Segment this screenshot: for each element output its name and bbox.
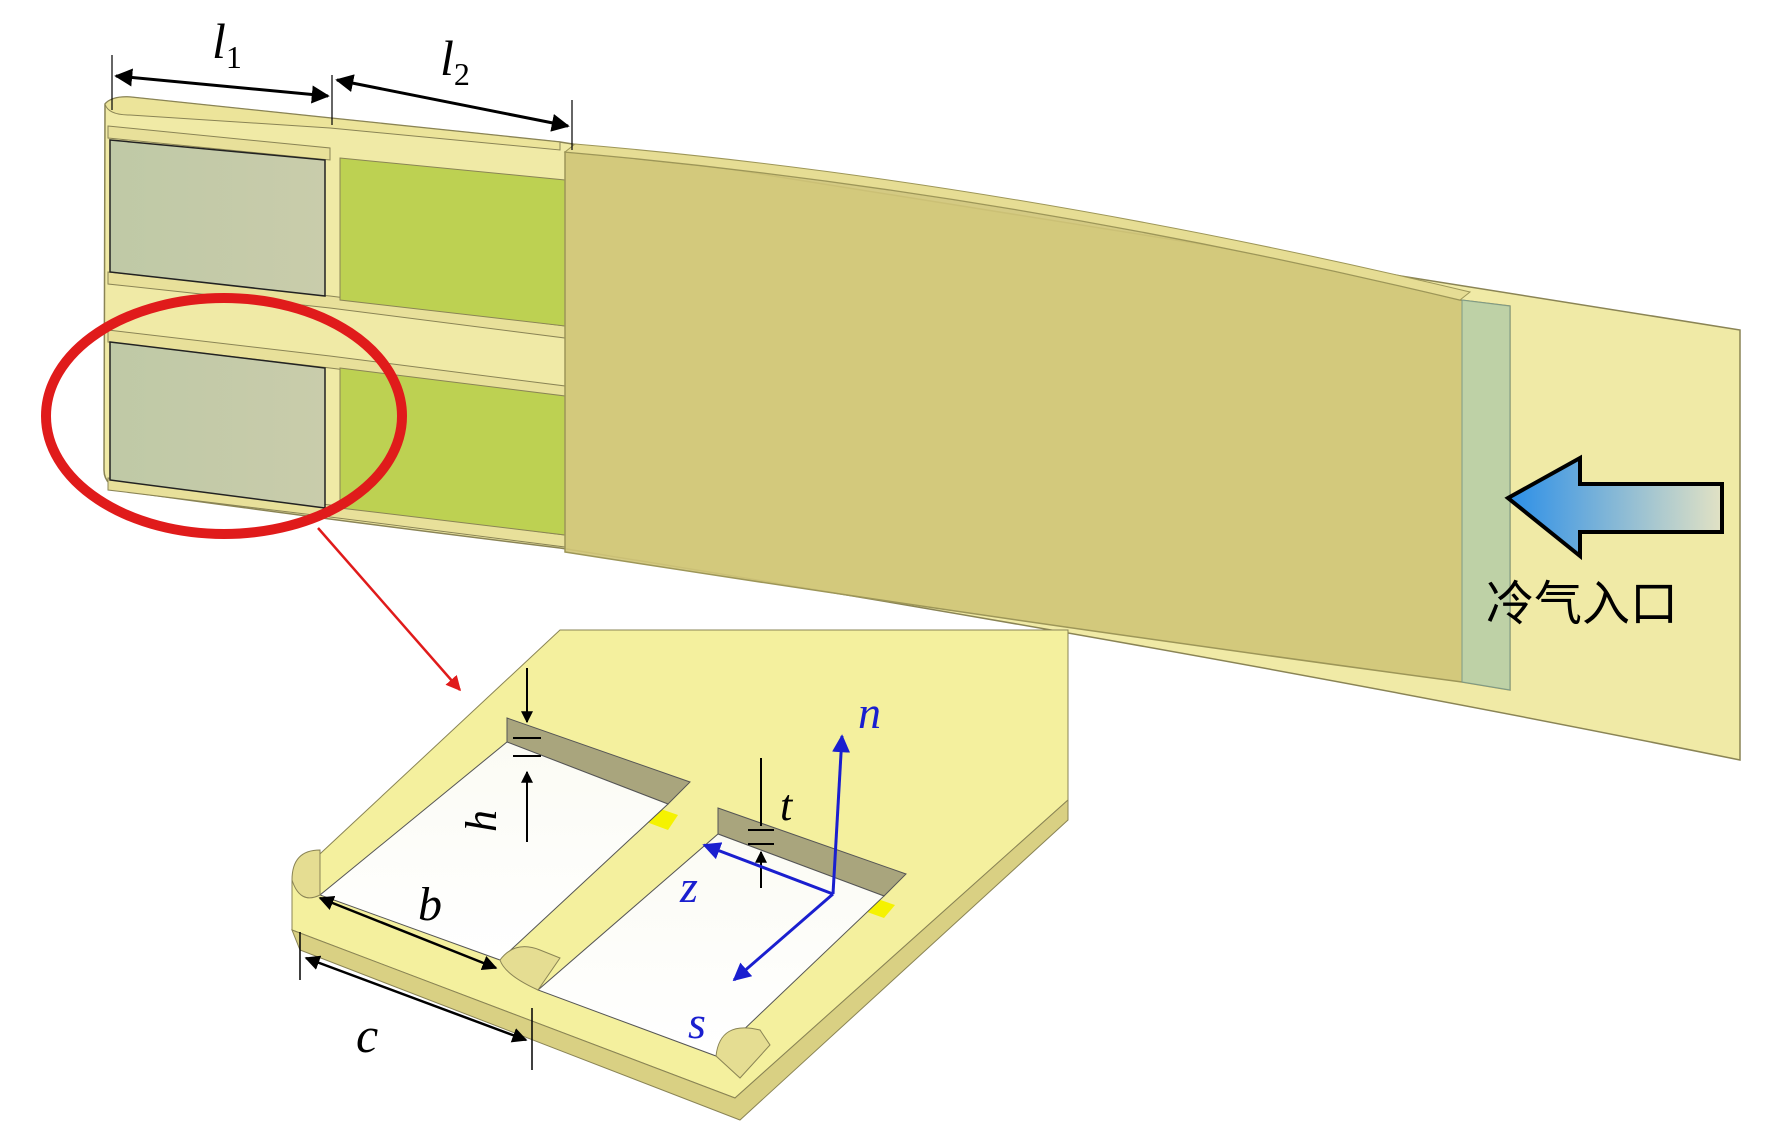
label-c: c xyxy=(356,1007,378,1063)
label-l2: l2 xyxy=(440,30,470,92)
dimension-c: c xyxy=(299,932,533,1070)
dimension-l2: l2 xyxy=(335,30,573,150)
highlight-circle xyxy=(41,293,407,539)
label-t: t xyxy=(780,781,794,830)
rib-top xyxy=(107,125,331,161)
axis-n xyxy=(831,734,851,895)
inlet-arrow-icon xyxy=(1504,454,1724,561)
detail-rib-left xyxy=(291,849,321,899)
dimension-h: h xyxy=(457,668,541,842)
axis-z xyxy=(702,842,834,896)
slot-l1-upper xyxy=(109,139,326,297)
label-h: h xyxy=(457,810,506,832)
slot-l1-lower xyxy=(109,341,326,509)
axis-s xyxy=(732,892,834,982)
label-l1: l1 xyxy=(212,13,242,75)
detail-view: h t b c n z s xyxy=(291,629,1069,1121)
blade-body xyxy=(103,96,1741,761)
label-z: z xyxy=(679,861,698,912)
dimension-t: t xyxy=(748,758,794,888)
cold-air-inlet: 冷气入口 xyxy=(1486,454,1724,632)
cover-plate-inlet-face xyxy=(1461,299,1511,691)
cover-plate-top-edge xyxy=(563,143,1472,301)
cover-plate xyxy=(564,151,1511,691)
label-s: s xyxy=(688,997,706,1048)
coordinate-axes: n z s xyxy=(679,687,881,1048)
slot-l2-lower xyxy=(339,367,566,536)
detail-rib-right xyxy=(715,1027,771,1079)
slot-l2-upper xyxy=(339,157,566,327)
label-b: b xyxy=(418,878,442,931)
detail-leader-arrow xyxy=(317,527,461,692)
dimension-l1: l1 xyxy=(111,13,333,125)
inlet-label: 冷气入口 xyxy=(1486,576,1678,632)
label-n: n xyxy=(858,687,881,738)
